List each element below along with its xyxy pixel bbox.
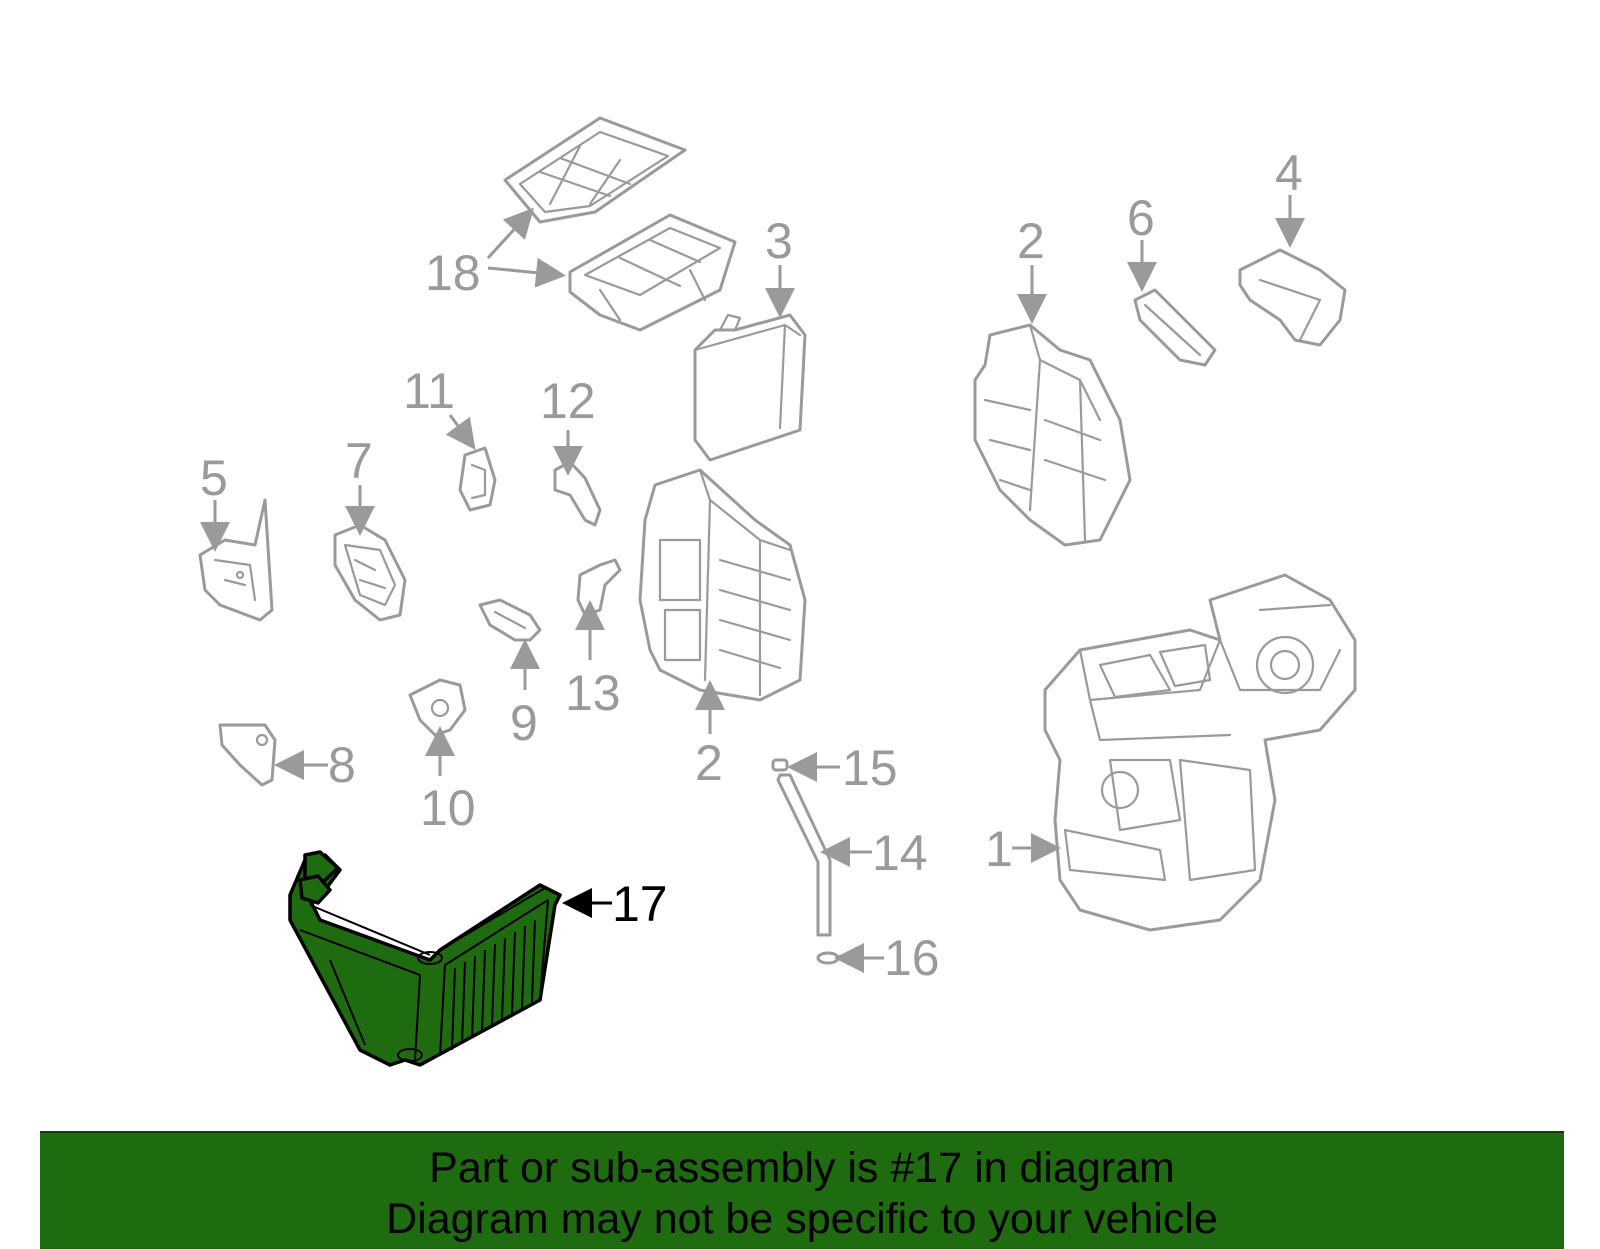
part-7-seal[interactable]	[333, 523, 407, 622]
part-9-actuator[interactable]	[478, 598, 542, 642]
part-13-actuator[interactable]	[576, 558, 622, 617]
callout-2-center: 2	[695, 735, 723, 791]
callout-9: 9	[510, 695, 538, 751]
callout-17: 17	[612, 876, 668, 932]
callout-6: 6	[1127, 190, 1155, 246]
callout-1: 1	[985, 821, 1013, 877]
callout-11: 11	[403, 363, 455, 419]
part-5-bracket[interactable]	[198, 498, 274, 622]
part-3-evaporator-core[interactable]	[693, 313, 807, 462]
callout-12: 12	[540, 373, 596, 429]
part-15-clamp[interactable]	[771, 758, 789, 772]
part-2-case-half-center[interactable]	[638, 468, 807, 702]
callout-13: 13	[565, 665, 621, 721]
leader-lines	[200, 195, 1305, 973]
part-18-filter-upper[interactable]	[503, 116, 687, 224]
part-11-actuator[interactable]	[458, 446, 497, 512]
callout-7: 7	[345, 433, 373, 489]
part-18-filter-lower[interactable]	[568, 213, 737, 332]
callout-8: 8	[328, 737, 356, 793]
callout-10: 10	[420, 780, 476, 836]
footer-line-1: Part or sub-assembly is #17 in diagram	[429, 1144, 1175, 1192]
part-14-drain-hose[interactable]	[776, 773, 832, 937]
part-1-hvac-assembly[interactable]	[1043, 573, 1357, 932]
callout-15: 15	[842, 740, 898, 796]
footer-banner: Part or sub-assembly is #17 in diagram D…	[40, 1131, 1564, 1249]
part-17-heater-core[interactable]	[288, 850, 562, 1067]
callout-18: 18	[425, 245, 481, 301]
part-6-bracket[interactable]	[1133, 288, 1217, 367]
callout-labels: 18 3 2 6 4 5 7 11 12 13 9 10 8 2 15 14 1…	[200, 145, 1303, 986]
part-4-bracket[interactable]	[1238, 248, 1347, 347]
part-10-actuator[interactable]	[408, 678, 467, 737]
callout-5: 5	[200, 450, 228, 506]
callout-16: 16	[884, 930, 940, 986]
callout-4: 4	[1275, 145, 1303, 201]
part-2-case-half-right[interactable]	[973, 323, 1132, 547]
callout-3: 3	[765, 213, 793, 269]
part-12-actuator[interactable]	[553, 460, 602, 527]
part-8-cover[interactable]	[218, 723, 277, 787]
footer-line-2: Diagram may not be specific to your vehi…	[386, 1195, 1218, 1243]
callout-14: 14	[872, 825, 928, 881]
part-16-clamp[interactable]	[816, 951, 840, 965]
callout-2-right: 2	[1017, 213, 1045, 269]
